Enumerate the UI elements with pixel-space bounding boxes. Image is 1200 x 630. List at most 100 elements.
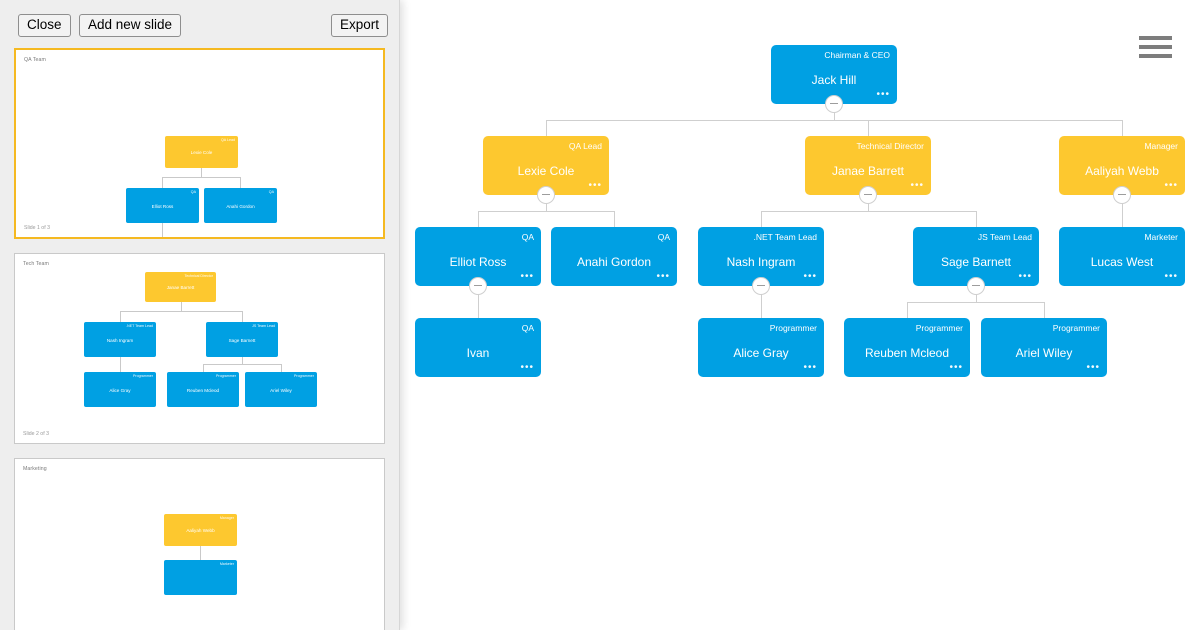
org-node-menu-icon[interactable]: ••• (949, 362, 963, 373)
org-node-qa-anahi-gordon[interactable]: QA Anahi Gordon ••• (551, 227, 677, 286)
connector (761, 211, 976, 212)
org-node-menu-icon[interactable]: ••• (1018, 271, 1032, 282)
connector (181, 301, 182, 312)
connector (200, 545, 201, 560)
slides-panel: Close Add new slide Export QA Team QA Le… (0, 0, 400, 630)
org-node-name: Elliot Ross (449, 255, 507, 269)
slide-title: Tech Team (23, 261, 49, 267)
org-node-box (1059, 136, 1185, 195)
org-node[interactable]: Technical Director Janae Barrett (145, 272, 216, 302)
org-node-collapse-toggle[interactable] (859, 186, 877, 204)
org-node[interactable]: Programmer Ariel Wiley (245, 372, 317, 407)
org-node-technical-director[interactable]: Technical Director Janae Barrett ••• (805, 136, 931, 204)
org-node-box (698, 318, 824, 377)
org-node[interactable]: QA Ivan (126, 238, 199, 239)
org-node[interactable]: Programmer Alice Gray (84, 372, 156, 407)
connector (162, 177, 163, 188)
org-node-collapse-toggle[interactable] (825, 95, 843, 113)
org-node-role: Programmer (294, 374, 314, 378)
connector (478, 211, 479, 227)
org-node-name: Ariel Wiley (1015, 346, 1073, 360)
connector (201, 167, 202, 178)
org-node-programmer-alice-gray[interactable]: Programmer Alice Gray ••• (698, 318, 824, 377)
org-node[interactable]: Manager Aaliyah Webb (164, 514, 237, 546)
org-node-collapse-toggle[interactable] (1113, 186, 1131, 204)
org-node-marketer[interactable]: Marketer Lucas West ••• (1059, 227, 1185, 286)
connector (907, 302, 1044, 303)
org-node-name: Reuben Mcleod (864, 346, 950, 360)
org-chart-canvas[interactable]: Chairman & CEO Jack Hill ••• QA Lead Lex… (400, 0, 1200, 630)
org-node[interactable]: JS Team Lead Sage Barnett (206, 322, 278, 357)
org-node-programmer-reuben-mcleod[interactable]: Programmer Reuben Mcleod ••• (844, 318, 970, 377)
org-node-role: Programmer (216, 374, 236, 378)
connector (120, 311, 121, 322)
org-node-collapse-toggle[interactable] (537, 186, 555, 204)
add-new-slide-button[interactable]: Add new slide (78, 14, 182, 37)
slide-thumbnail-1[interactable]: QA Team QA Lead Lexie Cole QA Elliot Ros… (14, 48, 385, 239)
org-node-name: Ariel Wiley (270, 387, 292, 393)
org-node-menu-icon[interactable]: ••• (1164, 271, 1178, 282)
connector (868, 120, 869, 137)
org-node-name: Reuben Mcleod (186, 387, 220, 393)
org-node-box (483, 136, 609, 195)
org-node-collapse-toggle[interactable] (752, 277, 770, 295)
org-node-name: Aaliyah Webb (186, 528, 215, 533)
org-node-name: Janae Barrett (166, 285, 195, 290)
org-node-programmer-ariel-wiley[interactable]: Programmer Ariel Wiley ••• (981, 318, 1107, 377)
org-node-net-team-lead[interactable]: .NET Team Lead Nash Ingram ••• (698, 227, 824, 295)
org-node-name: Jack Hill (811, 73, 857, 87)
org-node-manager[interactable]: Manager Aaliyah Webb ••• (1059, 136, 1185, 204)
slide-preview-canvas: Manager Aaliyah Webb Marketer (15, 459, 384, 630)
connector (761, 286, 762, 318)
org-node-name: Sage Barnett (940, 255, 1012, 269)
org-node-ceo[interactable]: Chairman & CEO Jack Hill ••• (771, 45, 897, 113)
org-node-collapse-toggle[interactable] (469, 277, 487, 295)
org-node-box (913, 227, 1039, 286)
slide-thumbnail-2[interactable]: Tech Team Technical Director Janae Barre… (14, 253, 385, 444)
org-node[interactable]: QA Anahi Gordon (204, 188, 277, 223)
org-node-role: Marketer (219, 562, 234, 566)
connector (478, 286, 479, 318)
org-node-menu-icon[interactable]: ••• (520, 271, 534, 282)
slides-scroll-container[interactable]: QA Team QA Lead Lexie Cole QA Elliot Ros… (0, 48, 399, 630)
export-button[interactable]: Export (330, 14, 388, 37)
slide-counter: Slide 1 of 3 (24, 225, 50, 231)
org-node-menu-icon[interactable]: ••• (1164, 180, 1178, 191)
org-node-menu-icon[interactable]: ••• (910, 180, 924, 191)
org-node-role: Programmer (915, 323, 963, 333)
org-node-name: Anahi Gordon (576, 255, 652, 269)
org-node[interactable]: QA Lead Lexie Cole (165, 136, 238, 168)
org-node-collapse-toggle[interactable] (967, 277, 985, 295)
connector (1044, 302, 1045, 318)
org-node[interactable]: Programmer Reuben Mcleod (167, 372, 239, 407)
org-node-menu-icon[interactable]: ••• (520, 362, 534, 373)
org-node[interactable]: .NET Team Lead Nash Ingram (84, 322, 156, 357)
org-node-menu-icon[interactable]: ••• (803, 362, 817, 373)
org-chart-tree: Chairman & CEO Jack Hill ••• QA Lead Lex… (400, 0, 1200, 630)
org-node-name: Nash Ingram (726, 255, 796, 269)
org-node-role: JS Team Lead (252, 324, 275, 328)
org-node-box (981, 318, 1107, 377)
org-node[interactable]: QA Elliot Ross (126, 188, 199, 223)
org-node-name: Janae Barrett (831, 164, 905, 178)
org-node-js-team-lead[interactable]: JS Team Lead Sage Barnett ••• (913, 227, 1039, 295)
org-node[interactable]: Marketer (164, 560, 237, 595)
hamburger-menu-icon[interactable] (1139, 36, 1172, 58)
connector (546, 120, 547, 137)
org-node-menu-icon[interactable]: ••• (803, 271, 817, 282)
org-node-menu-icon[interactable]: ••• (588, 180, 602, 191)
connector (546, 120, 1122, 121)
org-node-menu-icon[interactable]: ••• (876, 89, 890, 100)
org-node-role: Technical Director (184, 274, 213, 278)
org-node-menu-icon[interactable]: ••• (1086, 362, 1100, 373)
org-node-qa-elliot-ross[interactable]: QA Elliot Ross ••• (415, 227, 541, 295)
org-node-qa-ivan[interactable]: QA Ivan ••• (415, 318, 541, 377)
org-node-role: .NET Team Lead (126, 324, 153, 328)
connector (761, 211, 762, 227)
slide-thumbnail-3[interactable]: Marketing Manager Aaliyah Webb Marketer (14, 458, 385, 630)
close-button[interactable]: Close (18, 14, 71, 37)
org-node-qa-lead[interactable]: QA Lead Lexie Cole ••• (483, 136, 609, 204)
org-node-menu-icon[interactable]: ••• (656, 271, 670, 282)
org-node-name: Ivan (466, 346, 490, 360)
